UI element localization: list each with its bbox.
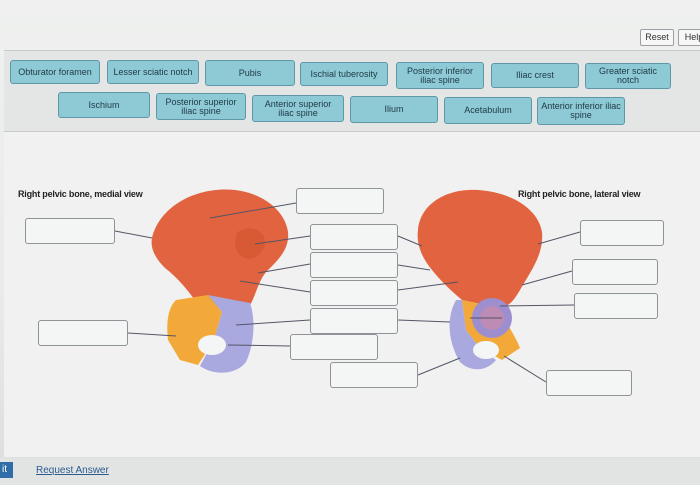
submit-button[interactable]: it	[0, 462, 13, 478]
chip-anterior-inferior-iliac-spine[interactable]: Anterior inferior iliac spine	[537, 97, 625, 125]
drop-target-lateral-4[interactable]	[546, 370, 632, 396]
request-answer-link[interactable]: Request Answer	[36, 465, 109, 476]
chip-anterior-superior-iliac-spine[interactable]: Anterior superior iliac spine	[252, 95, 344, 122]
drop-target-center-2[interactable]	[310, 224, 398, 250]
chip-posterior-inferior-iliac-spine[interactable]: Posterior inferior iliac spine	[396, 62, 484, 89]
drop-target-lateral-3[interactable]	[574, 293, 658, 319]
reset-button[interactable]: Reset	[640, 29, 674, 46]
chip-ischial-tuberosity[interactable]: Ischial tuberosity	[300, 62, 388, 86]
footer-bar	[0, 458, 700, 485]
drop-target-medial-1[interactable]	[25, 218, 115, 244]
drop-target-medial-2[interactable]	[38, 320, 128, 346]
chip-ilium[interactable]: Ilium	[350, 96, 438, 123]
chip-iliac-crest[interactable]: Iliac crest	[491, 63, 579, 88]
drop-target-center-7[interactable]	[330, 362, 418, 388]
chip-posterior-superior-iliac-spine[interactable]: Posterior superior iliac spine	[156, 93, 246, 120]
chip-greater-sciatic-notch[interactable]: Greater sciatic notch	[585, 63, 671, 89]
chip-ischium[interactable]: Ischium	[58, 92, 150, 118]
lateral-view-title: Right pelvic bone, lateral view	[518, 189, 641, 199]
drop-target-lateral-1[interactable]	[580, 220, 664, 246]
lateral-pelvic-bone	[417, 189, 543, 370]
drop-target-center-6[interactable]	[290, 334, 378, 360]
medial-pelvic-bone	[151, 189, 289, 373]
chip-acetabulum[interactable]: Acetabulum	[444, 97, 532, 124]
drop-target-center-4[interactable]	[310, 280, 398, 306]
medial-view-title: Right pelvic bone, medial view	[18, 189, 143, 199]
drop-target-lateral-2[interactable]	[572, 259, 658, 285]
leader-lines	[114, 202, 581, 383]
help-button[interactable]: Help	[678, 29, 700, 46]
drop-target-center-5[interactable]	[310, 308, 398, 334]
drop-target-center-3[interactable]	[310, 252, 398, 278]
chip-pubis[interactable]: Pubis	[205, 60, 295, 86]
drop-target-center-1[interactable]	[296, 188, 384, 214]
chip-lesser-sciatic-notch[interactable]: Lesser sciatic notch	[107, 60, 199, 84]
chip-obturator-foramen[interactable]: Obturator foramen	[10, 60, 100, 84]
